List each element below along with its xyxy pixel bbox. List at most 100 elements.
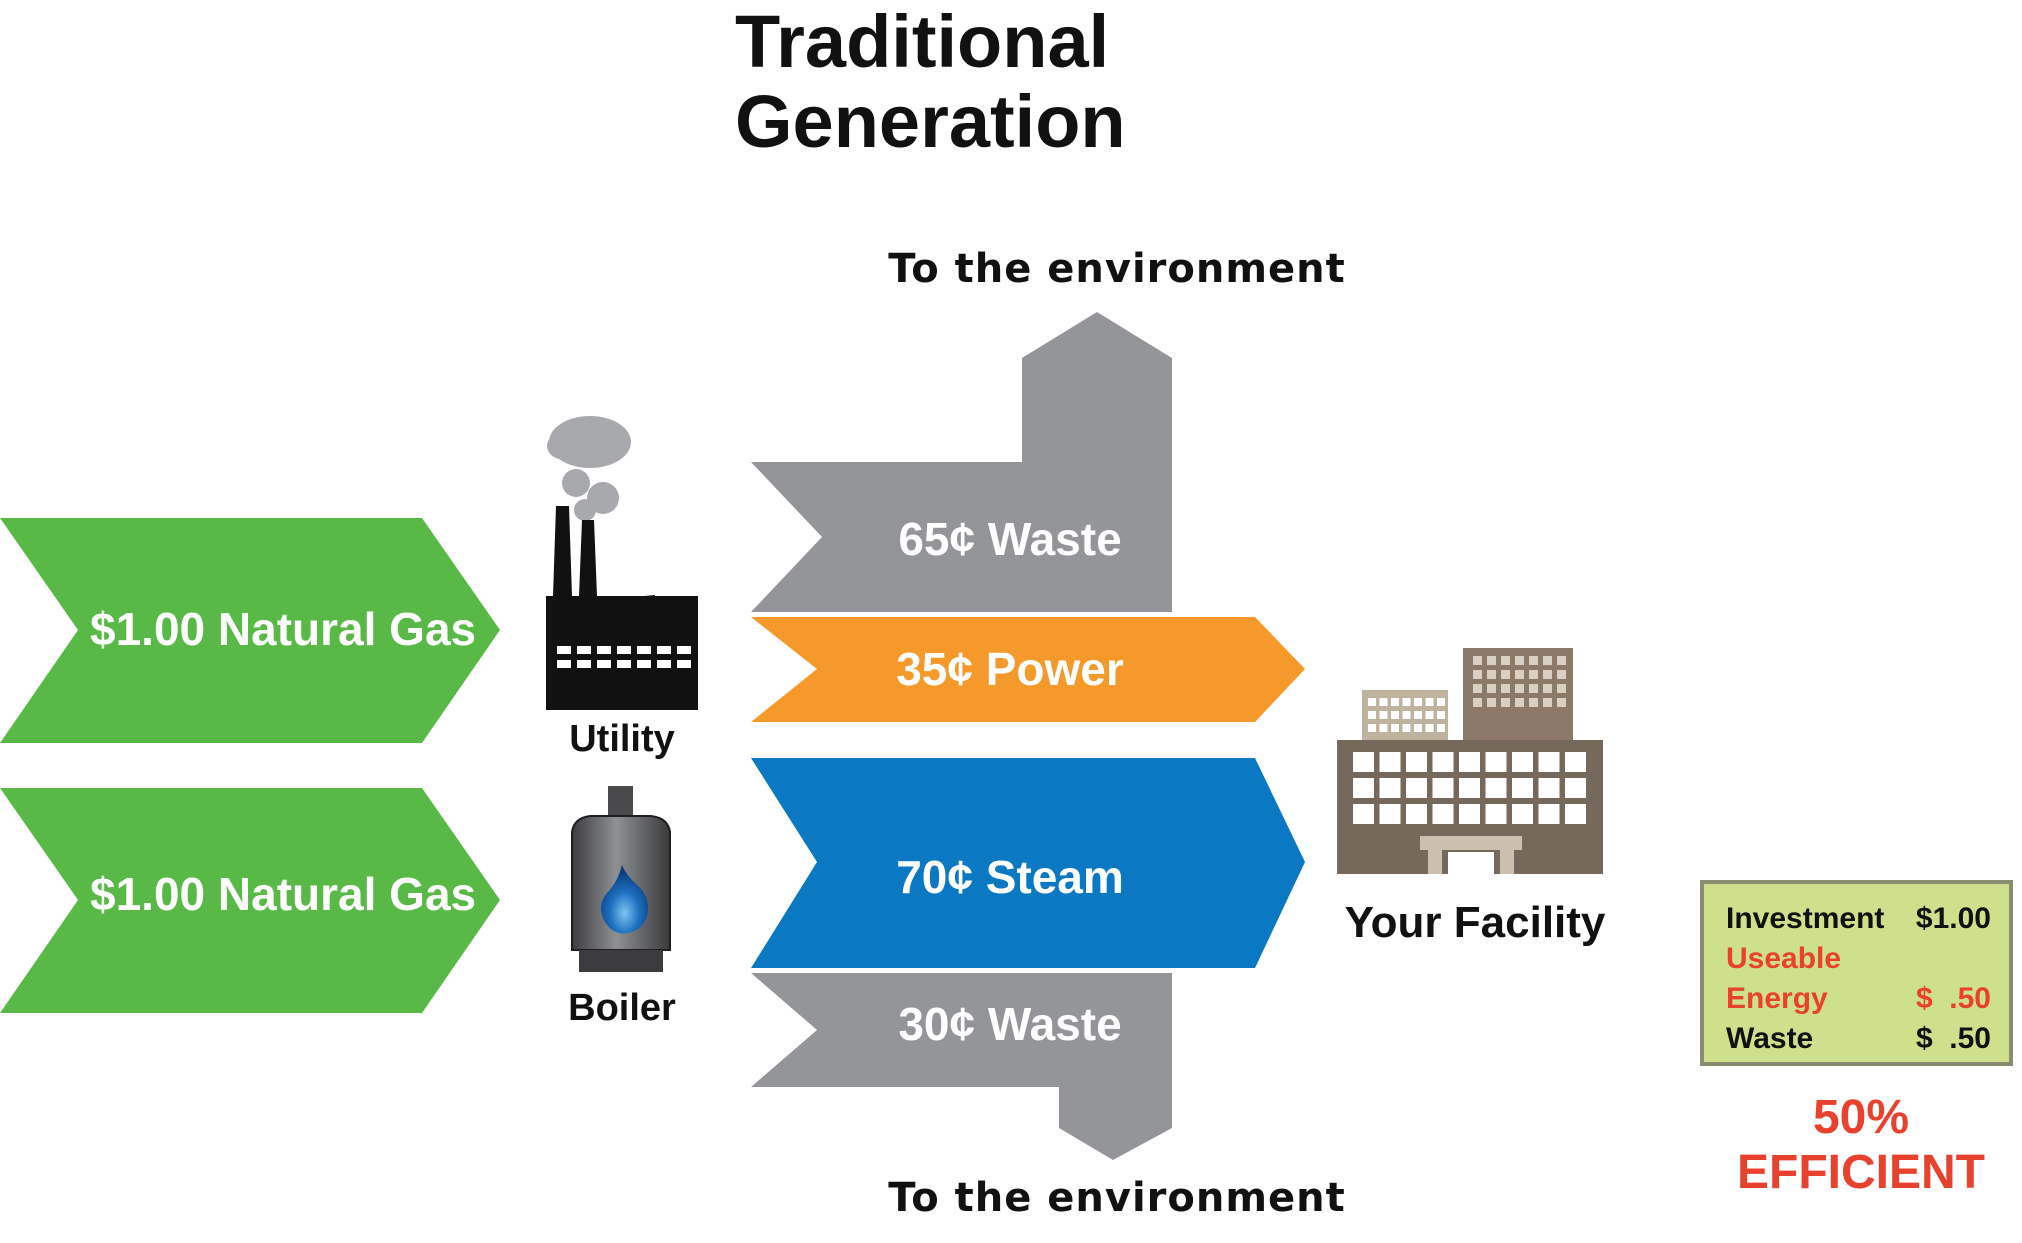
building-window <box>1501 670 1510 679</box>
building-window <box>1459 804 1480 824</box>
input-arrow-utility <box>0 518 500 743</box>
building-window <box>1512 778 1533 798</box>
building-window <box>1501 684 1510 693</box>
building-window <box>1565 804 1586 824</box>
building-window <box>1459 778 1480 798</box>
building-window <box>1425 698 1434 706</box>
factory-icon <box>546 416 698 710</box>
input-arrow-boiler <box>0 788 500 1013</box>
waste-label: Waste <box>1726 1022 1814 1055</box>
useable-label-line1: Useable <box>1726 942 1842 975</box>
building-window <box>1515 670 1524 679</box>
utility-label: Utility <box>569 718 675 760</box>
waste-top-arrow <box>751 312 1172 612</box>
building-window <box>1353 752 1374 772</box>
building-window <box>1379 698 1388 706</box>
summary-row-useable: Useable <box>1726 942 1991 982</box>
building-window <box>1543 670 1552 679</box>
waste-bottom-arrow <box>751 973 1172 1160</box>
building-window <box>1379 752 1401 772</box>
building-window <box>1353 804 1374 824</box>
building-window <box>1529 698 1538 707</box>
building-window <box>1432 804 1454 824</box>
building-window <box>1485 778 1507 798</box>
efficiency-label: 50% EFFICIENT <box>1737 1091 1985 1199</box>
building-window <box>1402 711 1411 719</box>
input-label-boiler: $1.00 Natural Gas <box>90 868 477 920</box>
building-window <box>1501 656 1510 665</box>
building-window <box>1557 670 1566 679</box>
steam-label: 70¢ Steam <box>896 851 1124 903</box>
building-window <box>1379 711 1388 719</box>
useable-label-line2: Energy <box>1726 982 1828 1015</box>
building-window <box>1368 724 1376 732</box>
building-window <box>1379 804 1401 824</box>
building-window <box>1512 804 1533 824</box>
input-label-utility: $1.00 Natural Gas <box>90 603 477 655</box>
building-window <box>1473 684 1482 693</box>
building-window <box>1432 752 1454 772</box>
building-window <box>1437 724 1445 732</box>
facility-label: Your Facility <box>1344 898 1606 947</box>
building-window <box>1515 684 1524 693</box>
building-window <box>1368 711 1376 719</box>
boiler-label: Boiler <box>568 987 676 1029</box>
building-window <box>1487 656 1496 665</box>
building-window <box>1368 698 1376 706</box>
building-window <box>1473 698 1482 707</box>
boiler-flame-icon <box>571 786 671 972</box>
steam-arrow <box>751 758 1305 968</box>
building-window <box>1406 752 1427 772</box>
building-window <box>1414 698 1422 706</box>
building-window <box>1379 724 1388 732</box>
building-window <box>1487 670 1496 679</box>
building-window <box>1543 656 1552 665</box>
building-window <box>1543 684 1552 693</box>
building-window <box>1515 656 1524 665</box>
environment-bottom-label: To the environment <box>888 1175 1346 1221</box>
building-window <box>1557 684 1566 693</box>
building-window <box>1473 656 1482 665</box>
power-arrow <box>751 617 1305 722</box>
building-window <box>1406 804 1427 824</box>
building-window <box>1487 698 1496 707</box>
investment-value: $1.00 <box>1915 902 1991 935</box>
building-window <box>1538 778 1560 798</box>
building-window <box>1432 778 1454 798</box>
building-window <box>1459 752 1480 772</box>
power-label: 35¢ Power <box>896 643 1124 695</box>
waste-top-label: 65¢ Waste <box>898 513 1122 565</box>
building-window <box>1515 698 1524 707</box>
building-window <box>1557 698 1566 707</box>
building-window <box>1473 670 1482 679</box>
title-line-1: Traditional <box>735 0 1110 83</box>
page-title: Traditional Generation <box>735 2 1126 162</box>
building-window <box>1414 711 1422 719</box>
building-window <box>1402 698 1411 706</box>
summary-row-waste: Waste $ .50 <box>1726 1022 1991 1062</box>
waste-bottom-label: 30¢ Waste <box>898 998 1122 1050</box>
building-window <box>1379 778 1401 798</box>
summary-row-energy: Energy $ .50 <box>1726 982 1991 1022</box>
building-window <box>1414 724 1422 732</box>
title-line-2: Generation <box>735 80 1126 163</box>
building-icon <box>1337 648 1603 874</box>
building-window <box>1437 711 1445 719</box>
building-window <box>1565 752 1586 772</box>
environment-top-label: To the environment <box>888 246 1346 292</box>
building-window <box>1485 804 1507 824</box>
building-window <box>1529 656 1538 665</box>
building-window <box>1512 752 1533 772</box>
building-window <box>1543 698 1552 707</box>
building-window <box>1437 698 1445 706</box>
useable-value: $ .50 <box>1915 982 1991 1015</box>
building-window <box>1391 724 1399 732</box>
building-window <box>1425 724 1434 732</box>
building-window <box>1406 778 1427 798</box>
building-window <box>1391 711 1399 719</box>
building-window <box>1557 656 1566 665</box>
building-window <box>1529 684 1538 693</box>
building-window <box>1538 752 1560 772</box>
